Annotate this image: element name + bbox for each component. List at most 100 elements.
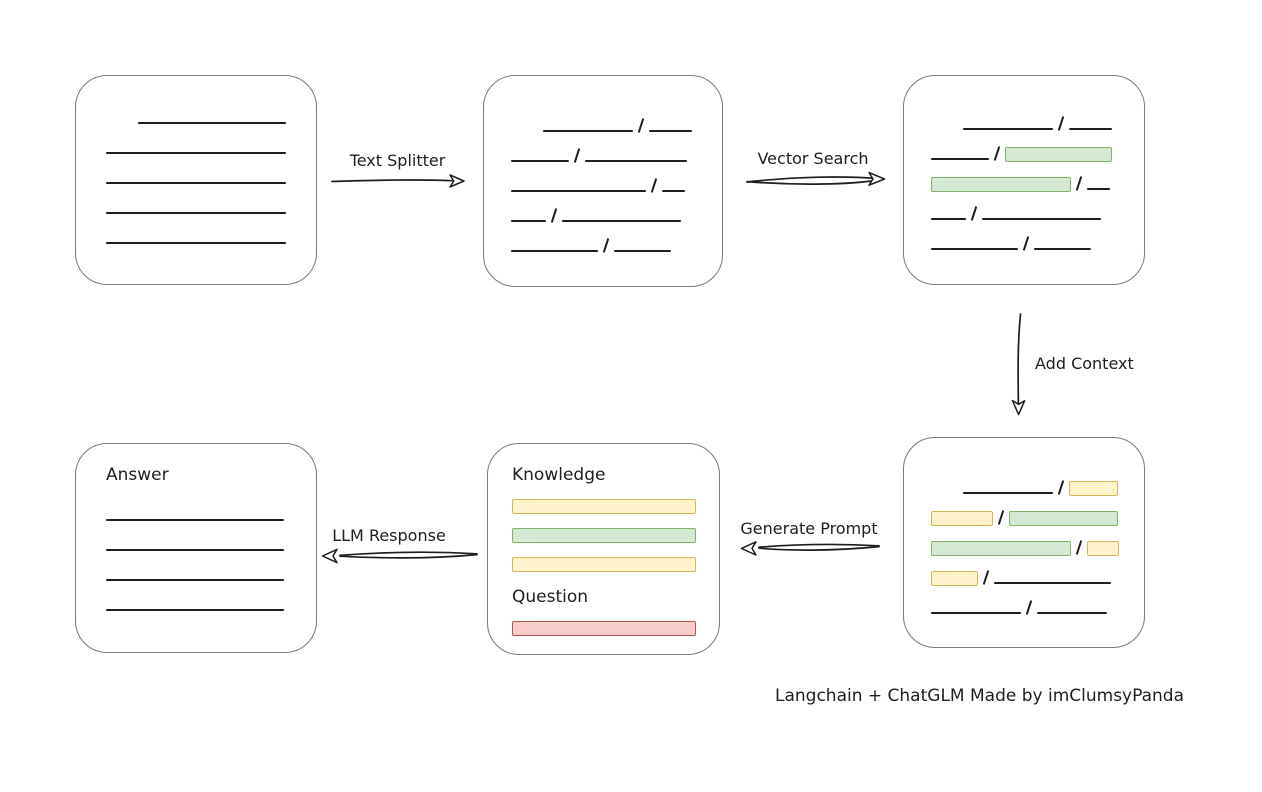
green-highlight-bar: [1005, 147, 1112, 162]
vector-matched-box: [903, 75, 1145, 285]
context-lines: [904, 438, 1144, 616]
slash-separator: [997, 510, 1005, 525]
text-line: [931, 611, 1021, 614]
text-line: [106, 151, 286, 154]
yellow-highlight-bar: [1069, 481, 1118, 496]
slash-separator: [1022, 236, 1030, 251]
green-highlight-bar: [931, 177, 1071, 192]
text-row: [106, 523, 286, 553]
text-row: [931, 466, 1144, 496]
text-row: [106, 216, 316, 246]
yellow-highlight-bar: [931, 511, 993, 526]
text-line: [662, 189, 685, 192]
text-line: [106, 518, 284, 521]
text-line: [963, 491, 1053, 494]
text-line: [511, 189, 646, 192]
yellow-highlight-bar: [512, 499, 696, 514]
vector-matched-lines: [904, 76, 1144, 252]
text-line: [614, 249, 671, 252]
knowledge-heading: Knowledge: [512, 465, 606, 485]
text-row: [512, 485, 696, 514]
text-row: [931, 222, 1144, 252]
llm-response-arrow: [321, 548, 478, 564]
text-row: [931, 556, 1144, 586]
slash-separator: [993, 146, 1001, 161]
text-row: [931, 192, 1144, 222]
text-row: [106, 553, 286, 583]
text-line: [106, 608, 284, 611]
text-row: [511, 134, 722, 164]
add-context-arrow: [1011, 313, 1026, 416]
credit-text: Langchain + ChatGLM Made by imClumsyPand…: [775, 686, 1184, 706]
question-bars: [512, 607, 696, 636]
slash-separator: [602, 238, 610, 253]
text-row: [511, 164, 722, 194]
yellow-highlight-bar: [512, 557, 696, 572]
vector-search-label: Vector Search: [757, 149, 869, 168]
text-line: [511, 219, 546, 222]
text-line: [982, 217, 1101, 220]
text-row: [931, 496, 1144, 526]
slash-separator: [650, 178, 658, 193]
green-highlight-bar: [1009, 511, 1118, 526]
text-splitter-arrow: [331, 174, 465, 188]
text-row: [931, 586, 1144, 616]
text-line: [543, 129, 633, 132]
text-line: [106, 181, 286, 184]
text-row: [106, 126, 316, 156]
generate-prompt-label: Generate Prompt: [740, 519, 878, 538]
text-line: [994, 581, 1111, 584]
text-line: [138, 121, 286, 124]
text-line: [1069, 127, 1112, 130]
text-row: [106, 96, 316, 126]
green-highlight-bar: [512, 528, 696, 543]
slash-separator: [1057, 116, 1065, 131]
text-row: [106, 186, 316, 216]
slash-separator: [573, 148, 581, 163]
text-line: [649, 129, 692, 132]
text-row: [511, 224, 722, 254]
generate-prompt-arrow: [740, 541, 880, 556]
text-row: [512, 514, 696, 543]
text-row: [931, 132, 1144, 162]
slash-separator: [1075, 176, 1083, 191]
slash-separator: [970, 206, 978, 221]
answer-box: Answer: [75, 443, 317, 653]
text-line: [1087, 187, 1110, 190]
text-row: [106, 493, 286, 523]
text-line: [931, 217, 966, 220]
prompt-content: Knowledge Question: [488, 444, 719, 636]
text-row: [931, 526, 1144, 556]
slash-separator: [637, 118, 645, 133]
answer-content: Answer: [76, 444, 316, 613]
text-line: [511, 159, 569, 162]
yellow-highlight-bar: [1087, 541, 1119, 556]
split-text-lines: [484, 76, 722, 254]
document-box: [75, 75, 317, 285]
knowledge-bars: [512, 485, 696, 572]
vector-search-arrow: [746, 171, 886, 186]
text-line: [106, 548, 284, 551]
yellow-highlight-bar: [931, 571, 978, 586]
add-context-label: Add Context: [1035, 354, 1134, 373]
text-line: [585, 159, 687, 162]
context-box: [903, 437, 1145, 648]
prompt-box: Knowledge Question: [487, 443, 720, 655]
answer-heading: Answer: [106, 465, 169, 485]
text-splitter-label: Text Splitter: [349, 151, 446, 170]
text-line: [106, 211, 286, 214]
text-row: [931, 102, 1144, 132]
text-row: [106, 156, 316, 186]
text-row: [512, 607, 696, 636]
text-line: [931, 157, 989, 160]
text-line: [106, 241, 286, 244]
text-row: [931, 162, 1144, 192]
text-row: [512, 543, 696, 572]
slash-separator: [1057, 480, 1065, 495]
answer-lines: [106, 493, 286, 613]
text-row: [511, 194, 722, 224]
text-line: [931, 247, 1018, 250]
text-line: [511, 249, 598, 252]
document-lines: [76, 76, 316, 246]
